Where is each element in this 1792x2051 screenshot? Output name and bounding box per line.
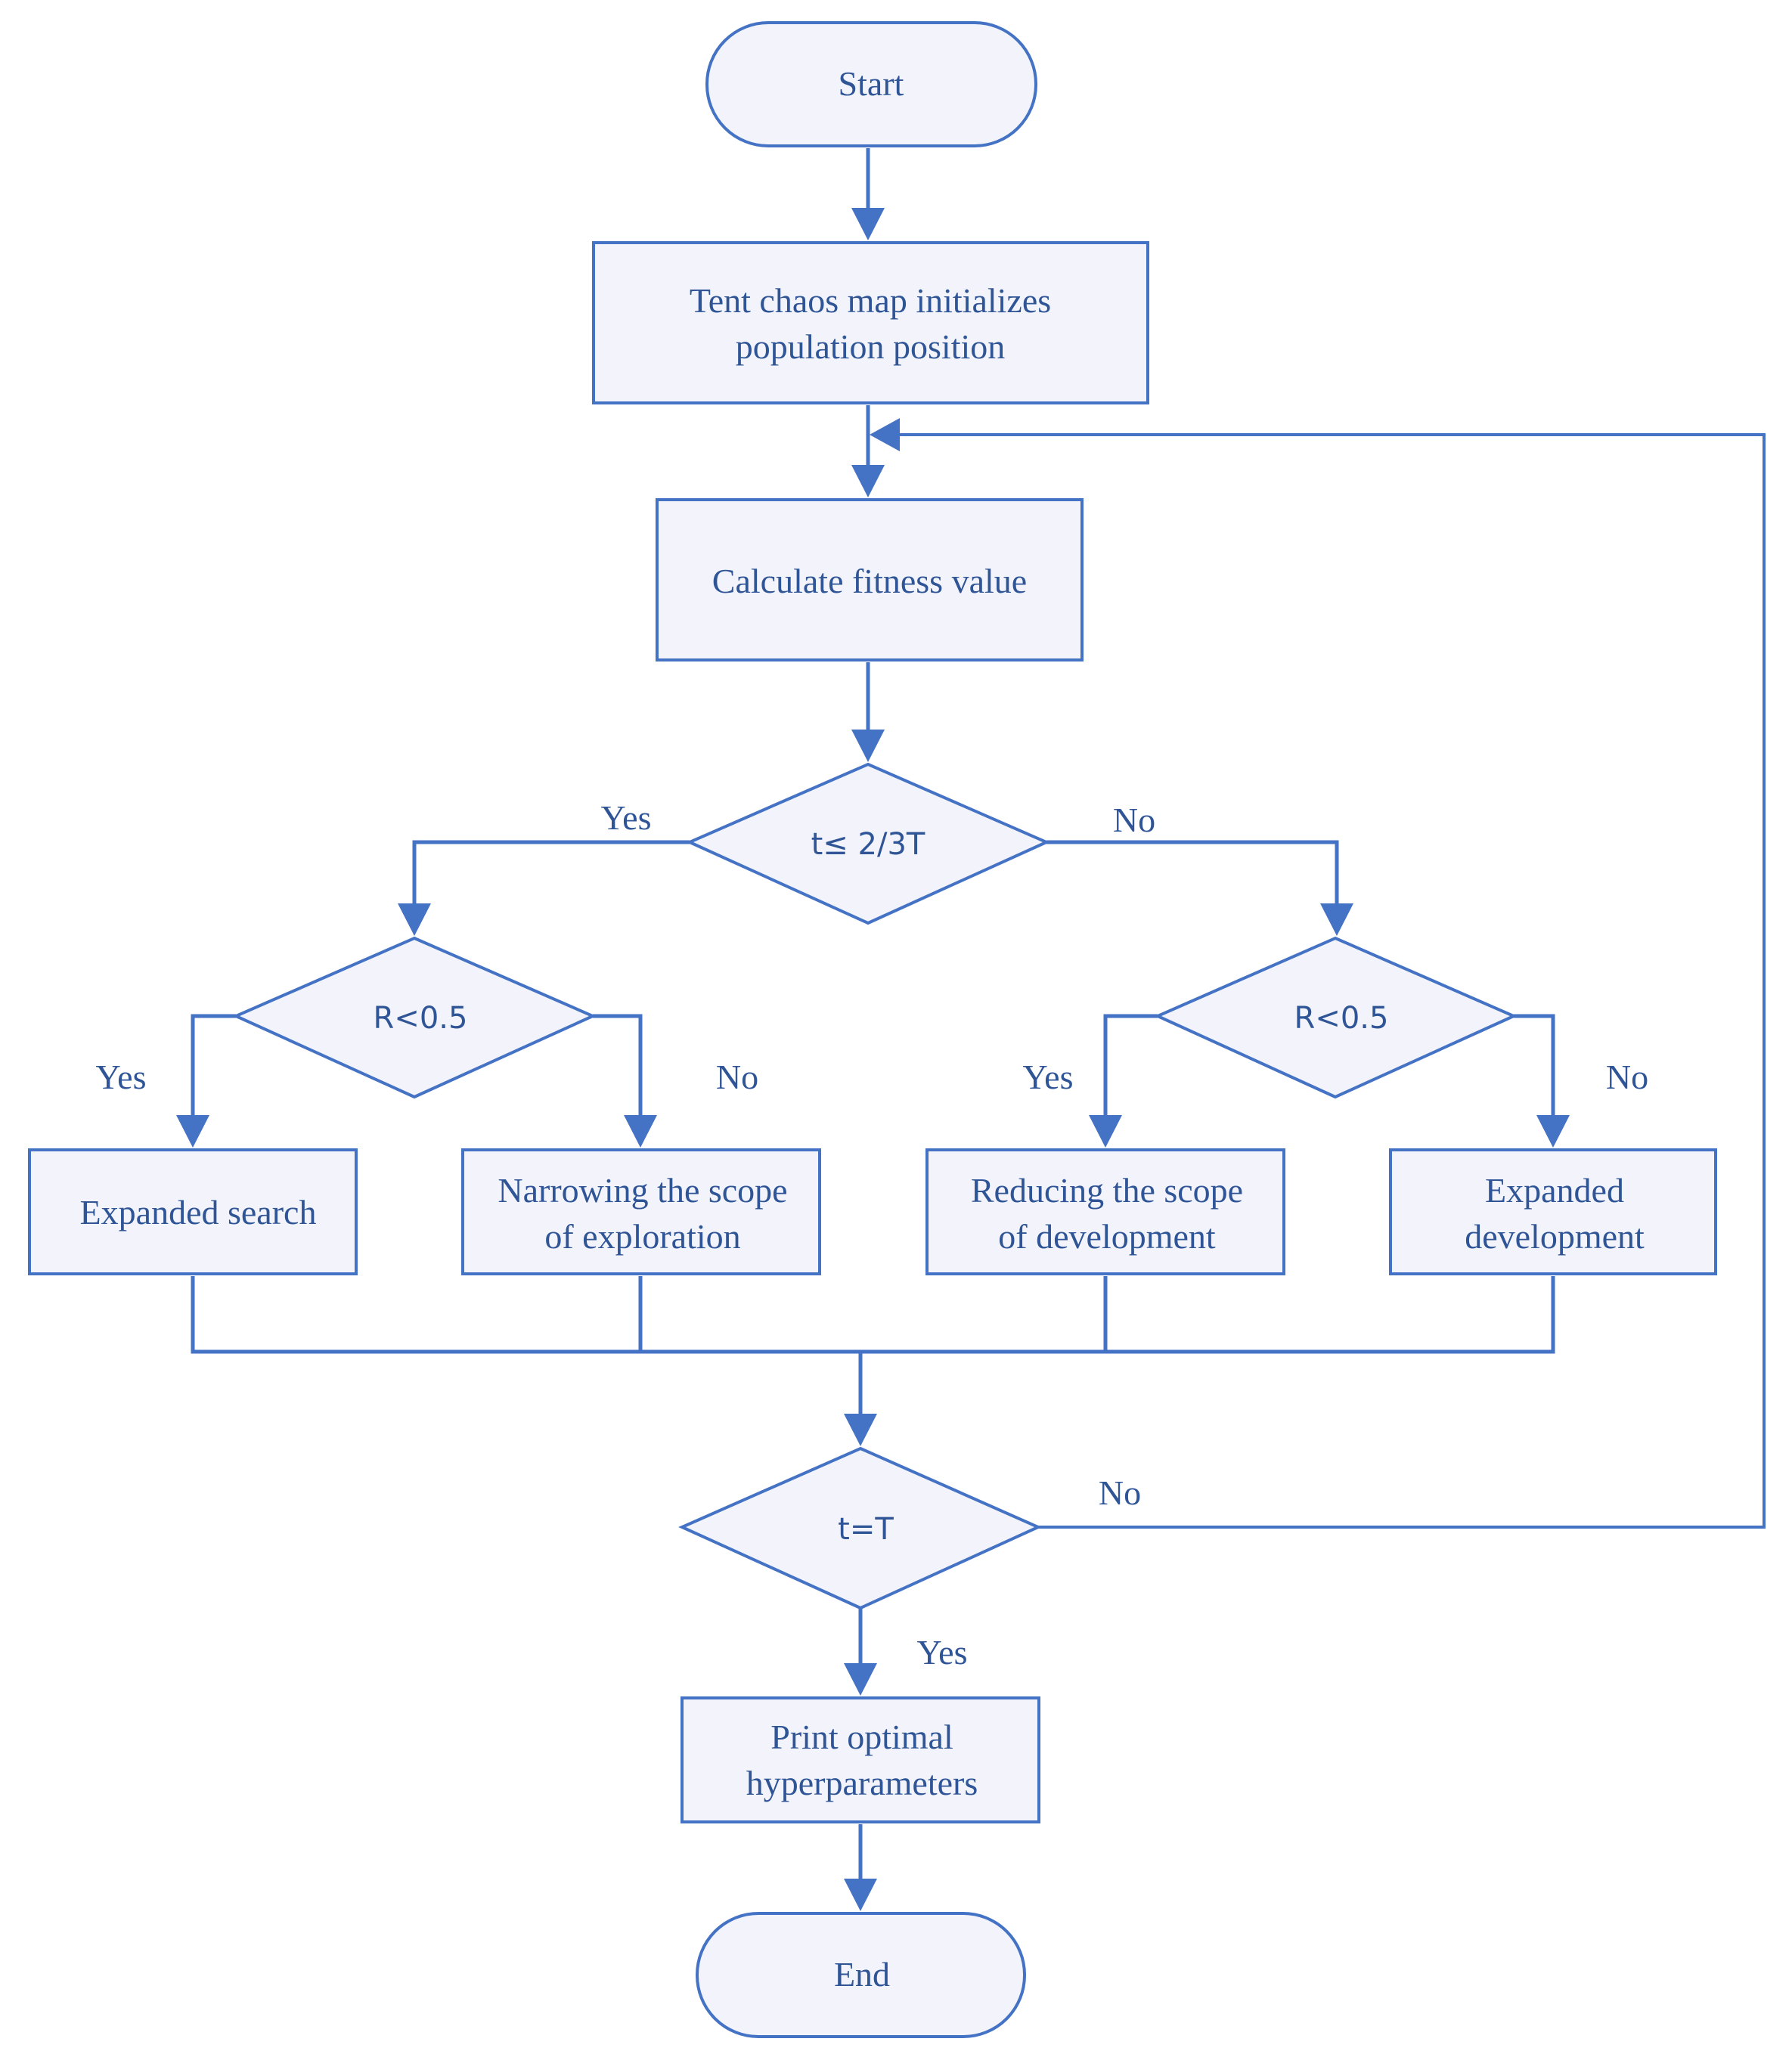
arrowhead (1320, 903, 1353, 936)
cond-end-label: t=T (838, 1512, 894, 1547)
arrowhead (844, 1414, 877, 1446)
node-narrowing: Narrowing the scope of exploration (461, 1148, 821, 1275)
edge-merge (191, 1276, 1555, 1354)
edge-rr-no (1514, 1014, 1555, 1115)
edge-label-rl-no: No (716, 1058, 758, 1096)
arrowhead (844, 1879, 877, 1911)
fitness-label: Calculate fitness value (712, 562, 1027, 600)
cond-r-left-label: R<0.5 (374, 1001, 468, 1036)
arrowhead (1536, 1115, 1570, 1148)
edge-rl-no (593, 1014, 643, 1115)
init-label-line2: population position (736, 327, 1006, 366)
cond-t-label: t≤ 2/3T (811, 827, 925, 862)
node-reducing: Reducing the scope of development (925, 1148, 1285, 1275)
init-label-line1: Tent chaos map initializes (690, 281, 1051, 320)
edge-label-rr-yes: Yes (1023, 1058, 1074, 1096)
arrowhead (176, 1115, 209, 1148)
arrowhead (870, 418, 900, 451)
edge-label-rl-yes: Yes (96, 1058, 147, 1096)
arrowhead (844, 1663, 877, 1696)
arrowhead (851, 465, 885, 497)
start-label: Start (839, 64, 904, 103)
expanded-search-label: Expanded search (80, 1193, 317, 1232)
edge-labels: Yes No Yes No Yes No No Yes (96, 798, 1649, 1671)
narrowing-label-line1: Narrowing the scope (498, 1171, 787, 1210)
cond-r-right-label: R<0.5 (1294, 1001, 1389, 1036)
connectors (176, 148, 1766, 1911)
edge-rl-yes (191, 1014, 236, 1115)
edge-rr-yes (1103, 1014, 1158, 1115)
node-cond-end: t=T (678, 1446, 1042, 1610)
print-label-line2: hyperparameters (746, 1764, 978, 1802)
node-fitness: Calculate fitness value (656, 498, 1084, 661)
arrowhead (398, 903, 431, 936)
node-expanded-search: Expanded search (28, 1148, 358, 1275)
reducing-label-line2: of development (998, 1217, 1216, 1256)
reducing-label-line1: Reducing the scope (971, 1171, 1243, 1210)
node-start: Start (705, 21, 1037, 147)
node-expanded-dev: Expanded development (1389, 1148, 1717, 1275)
edge-condt-yes (412, 840, 690, 903)
end-label: End (834, 1955, 890, 1994)
node-cond-r-right: R<0.5 (1154, 936, 1518, 1099)
expanded-dev-label-line1: Expanded (1485, 1171, 1624, 1210)
narrowing-label-line2: of exploration (544, 1217, 740, 1256)
edge-condt-no (1046, 840, 1339, 903)
arrowhead (851, 208, 885, 240)
node-cond-t: t≤ 2/3T (686, 762, 1050, 925)
edge-label-rr-no: No (1606, 1058, 1648, 1096)
edge-label-end-yes: Yes (917, 1633, 968, 1671)
edge-label-t-no: No (1113, 801, 1155, 839)
node-cond-r-left: R<0.5 (232, 936, 597, 1099)
arrowhead (624, 1115, 657, 1148)
node-end: End (696, 1912, 1026, 2038)
edge-label-end-no: No (1099, 1473, 1141, 1512)
node-print: Print optimal hyperparameters (681, 1696, 1040, 1823)
print-label-line1: Print optimal (770, 1718, 953, 1756)
expanded-dev-label-line2: development (1465, 1217, 1645, 1256)
edge-label-t-yes: Yes (601, 798, 652, 837)
arrowhead (851, 730, 885, 762)
node-init: Tent chaos map initializes population po… (592, 241, 1149, 404)
arrowhead (1089, 1115, 1122, 1148)
edge-condend-no-loop (900, 433, 1766, 1529)
